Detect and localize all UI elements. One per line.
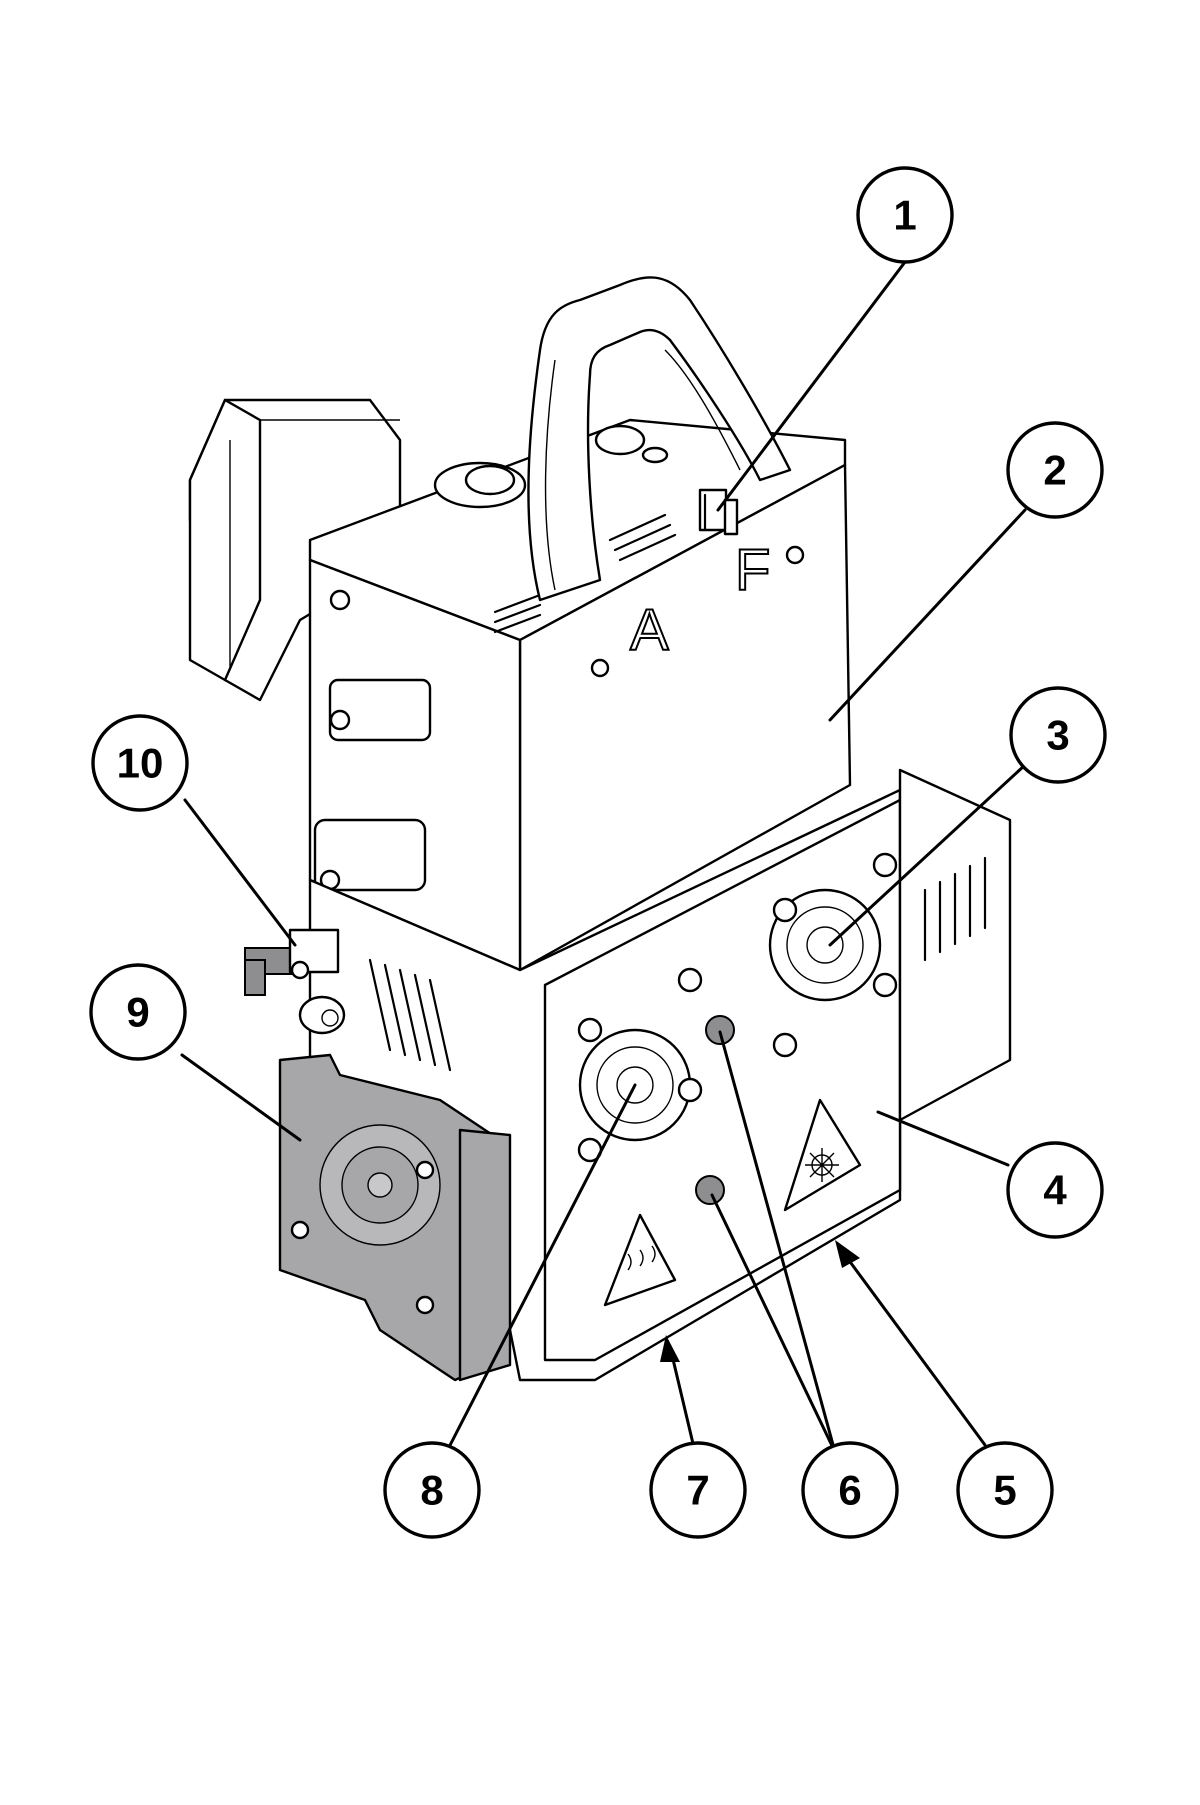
carry-handle [527, 276, 792, 602]
panel-letter-f: F [735, 538, 770, 603]
leader-8 [443, 1083, 637, 1457]
leader-6b [710, 1193, 837, 1454]
connector [698, 488, 739, 536]
callout-8: 8 [383, 1441, 481, 1539]
rear-vents [923, 856, 987, 962]
stepper-motor [188, 398, 402, 702]
panel-letter-a: A [630, 598, 669, 663]
callout-9: 9 [89, 963, 187, 1061]
leader-4 [876, 1110, 1010, 1167]
callout-label: 10 [117, 740, 164, 787]
callout-label: 7 [686, 1467, 709, 1514]
leader-9 [180, 1053, 302, 1142]
callout-5: 5 [956, 1441, 1054, 1539]
callout-label: 6 [838, 1467, 861, 1514]
led-pair [695, 1015, 735, 1205]
callout-2: 2 [1006, 421, 1104, 519]
callout-1: 1 [856, 166, 954, 264]
leader-lines [180, 260, 1027, 1457]
callout-4: 4 [1006, 1141, 1104, 1239]
callout-label: 8 [420, 1467, 443, 1514]
callout-7: 7 [649, 1441, 747, 1539]
callout-label: 5 [993, 1467, 1016, 1514]
side-fan-bracket [278, 1053, 512, 1382]
callout-label: 4 [1043, 1167, 1067, 1214]
leader-1 [716, 260, 907, 512]
laser-warning-icon [783, 1098, 862, 1212]
upper-housing: A F [308, 418, 852, 972]
callout-label: 9 [126, 989, 149, 1036]
leader-3 [828, 763, 1027, 947]
callout-label: 1 [893, 192, 916, 239]
leader-5 [843, 1253, 987, 1447]
leader-2 [828, 508, 1027, 722]
valve-fitting [244, 928, 346, 1035]
callout-label: 3 [1046, 712, 1069, 759]
callout-6: 6 [801, 1441, 899, 1539]
leader-6a [718, 1030, 837, 1454]
side-vents [368, 958, 452, 1072]
leader-7 [670, 1353, 697, 1454]
callout-10: 10 [91, 714, 189, 812]
leader-10 [183, 798, 297, 947]
callout-3: 3 [1009, 686, 1107, 784]
fan-right [768, 852, 898, 1058]
top-vents [493, 513, 677, 634]
hot-surface-warning-icon [603, 1213, 677, 1307]
callout-label: 2 [1043, 447, 1066, 494]
